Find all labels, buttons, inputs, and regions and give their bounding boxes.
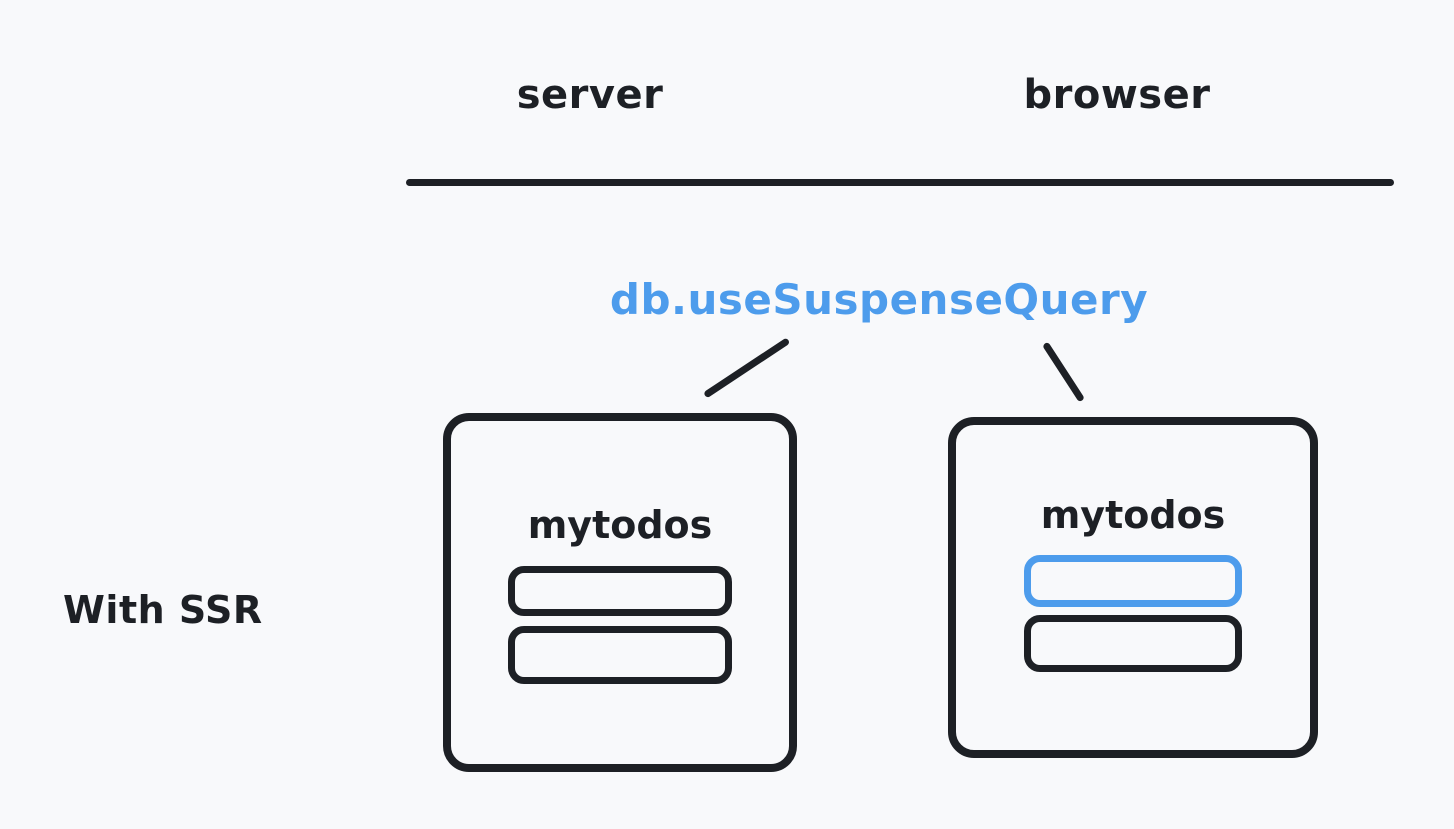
todo-row	[508, 626, 732, 684]
connector-line-right	[1042, 341, 1085, 403]
column-header-browser: browser	[1023, 72, 1211, 118]
query-annotation-label: db.useSuspenseQuery	[609, 275, 1149, 324]
server-box-title: mytodos	[527, 503, 713, 547]
server-mytodos-box: mytodos	[443, 413, 797, 772]
browser-box-title: mytodos	[1040, 493, 1226, 537]
todo-row-highlighted	[1024, 555, 1242, 607]
header-divider-line	[406, 179, 1394, 186]
row-label-with-ssr: With SSR	[63, 588, 263, 632]
column-header-server: server	[516, 72, 664, 118]
browser-mytodos-box: mytodos	[948, 417, 1318, 758]
todo-row	[508, 566, 732, 616]
todo-row	[1024, 615, 1242, 672]
connector-line-left	[703, 337, 791, 399]
